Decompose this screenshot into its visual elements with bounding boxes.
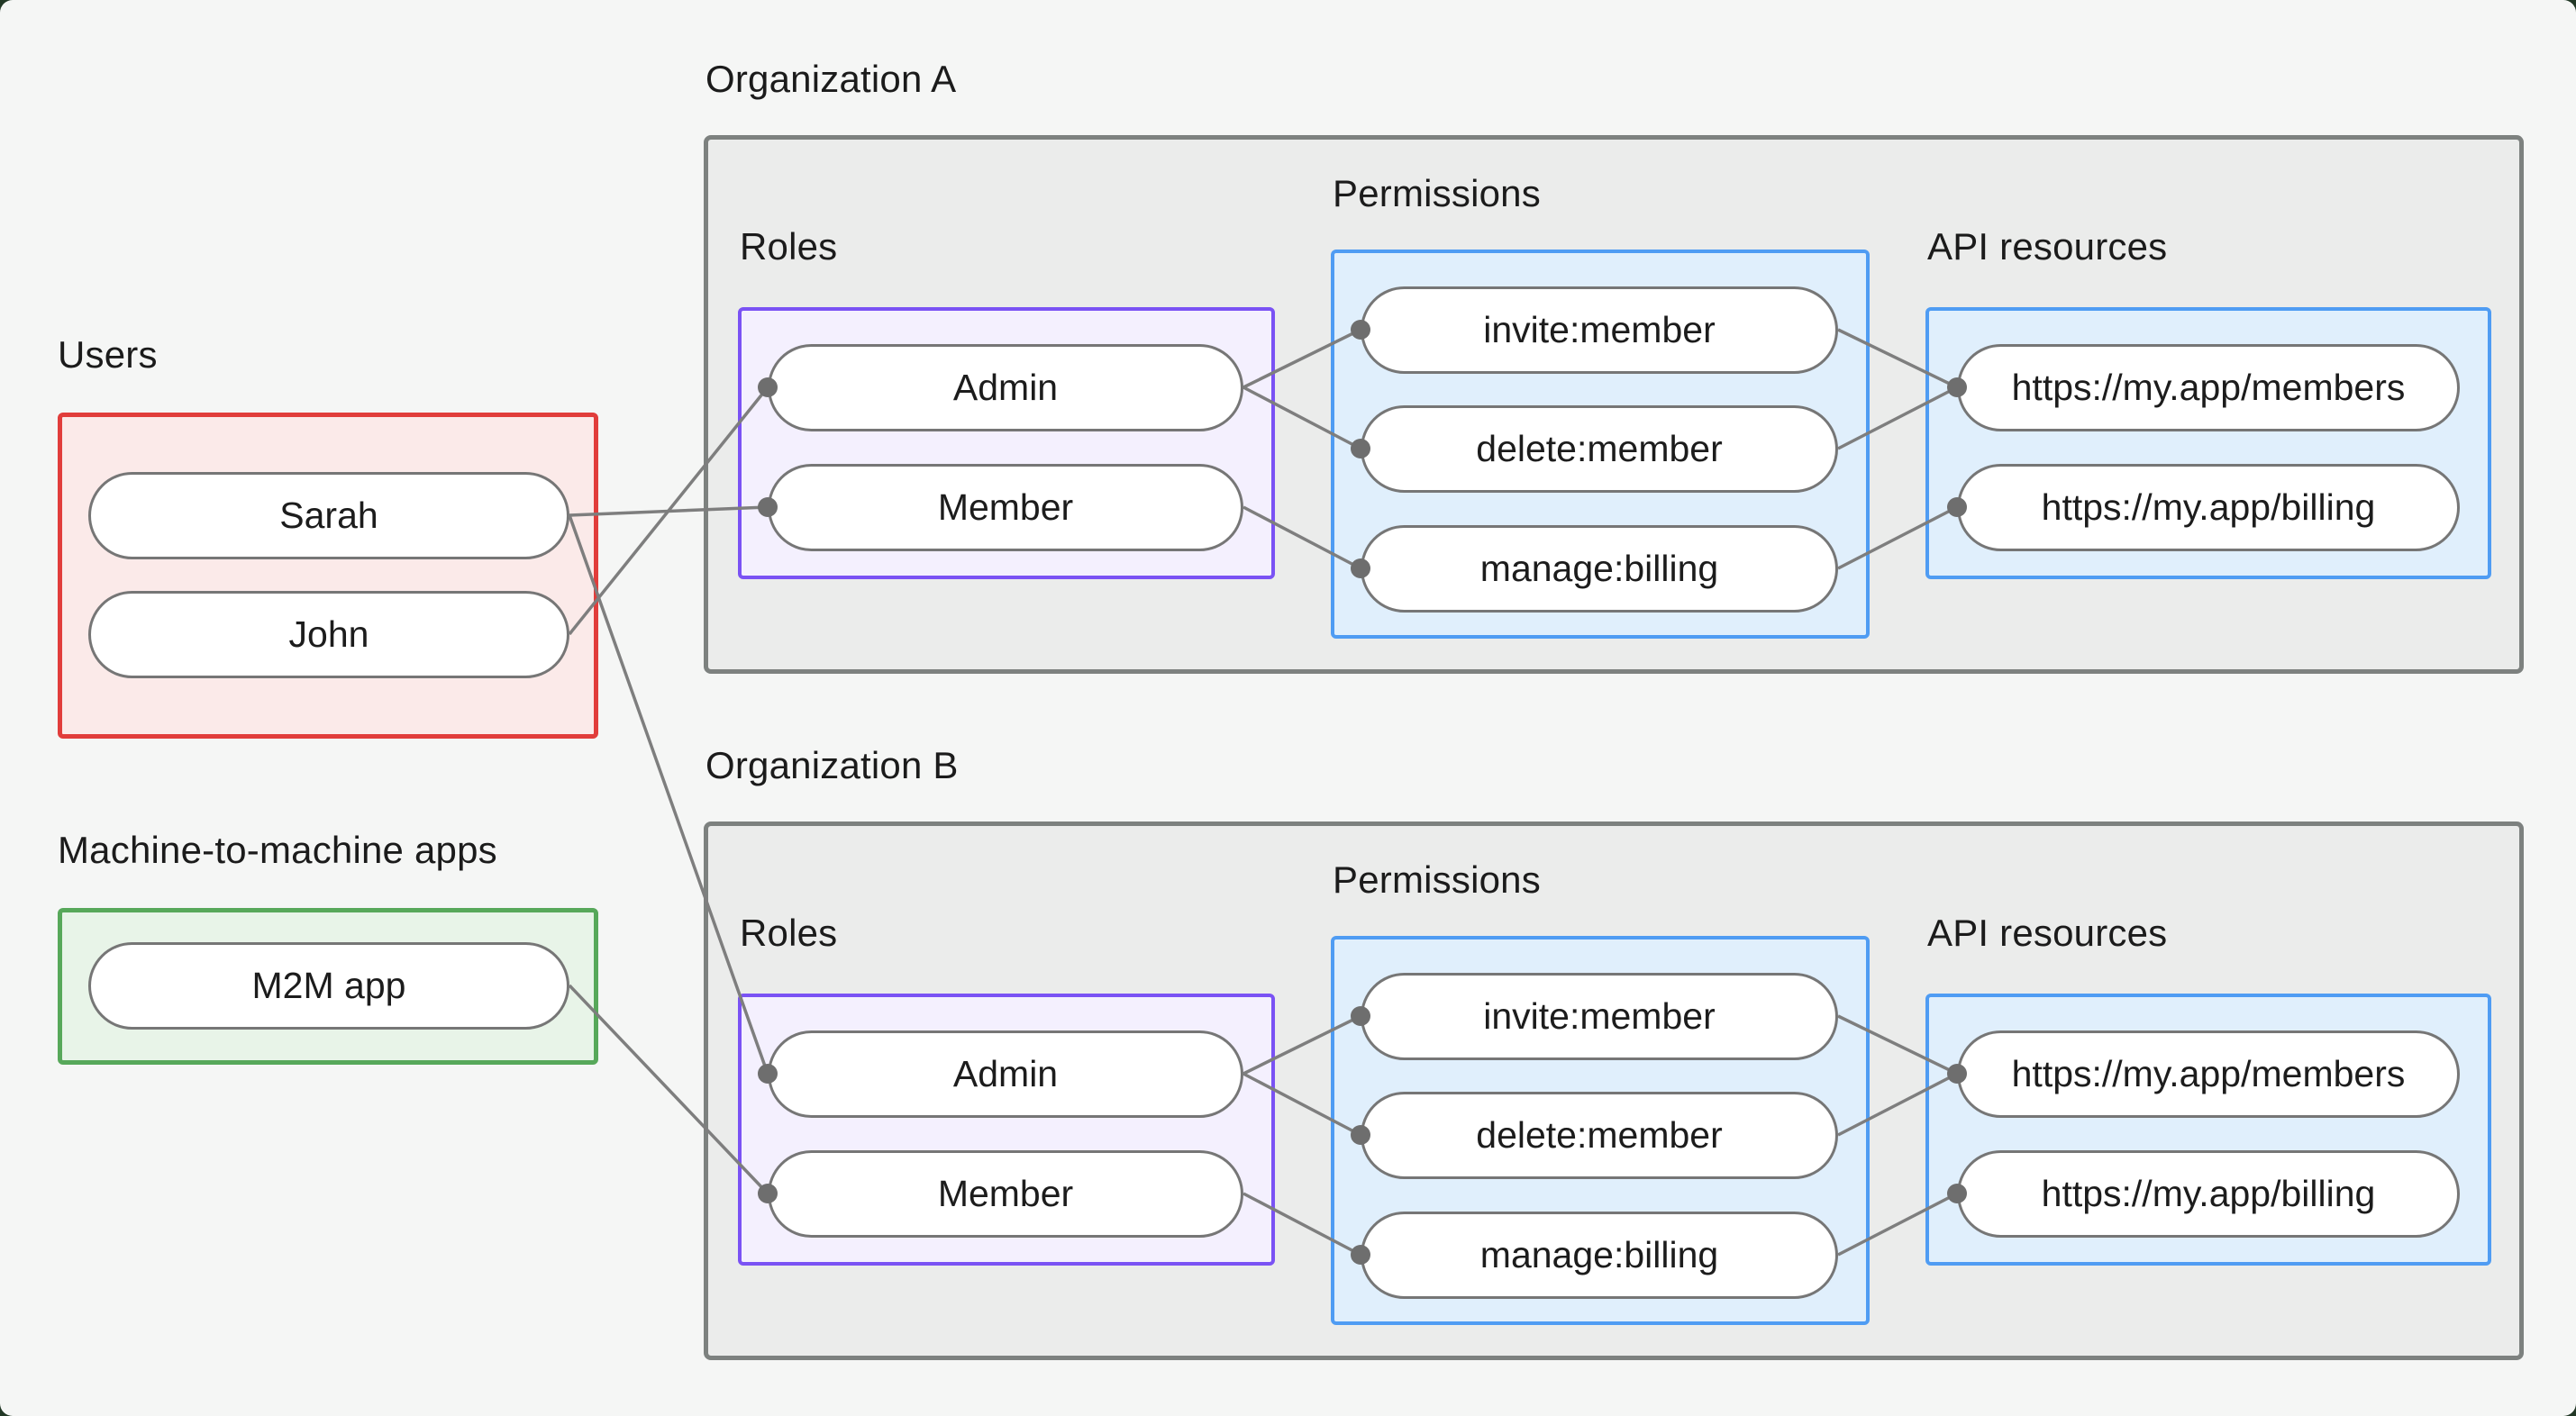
org-b-api-resources-label: API resources [1927, 912, 2168, 954]
m2m-app-node: M2M app [88, 942, 569, 1030]
org-b-permissions-label: Permissions [1333, 858, 1541, 901]
org-a-permission-delete-member: delete:member [1361, 405, 1838, 493]
org-a-role-admin: Admin [768, 344, 1243, 431]
org-a-role-member: Member [768, 464, 1243, 551]
org-a-api-resources-label: API resources [1927, 225, 2168, 268]
users-group-box [58, 413, 598, 739]
org-b-api-billing: https://my.app/billing [1957, 1150, 2460, 1238]
user-node-john: John [88, 591, 569, 678]
org-a-permissions-label: Permissions [1333, 172, 1541, 214]
m2m-group-label: Machine-to-machine apps [58, 829, 497, 871]
org-a-permission-manage-billing: manage:billing [1361, 525, 1838, 613]
org-b-permission-delete-member: delete:member [1361, 1092, 1838, 1179]
org-b-role-member: Member [768, 1150, 1243, 1238]
org-b-permission-manage-billing: manage:billing [1361, 1212, 1838, 1299]
user-node-sarah: Sarah [88, 472, 569, 559]
users-group-label: Users [58, 333, 158, 376]
org-a-title: Organization A [705, 58, 957, 100]
org-b-roles-label: Roles [740, 912, 838, 954]
org-a-roles-label: Roles [740, 225, 838, 268]
org-a-permission-invite-member: invite:member [1361, 286, 1838, 374]
org-b-role-admin: Admin [768, 1030, 1243, 1118]
org-b-permission-invite-member: invite:member [1361, 973, 1838, 1060]
org-b-title: Organization B [705, 744, 959, 786]
org-a-api-billing: https://my.app/billing [1957, 464, 2460, 551]
org-a-api-members: https://my.app/members [1957, 344, 2460, 431]
org-b-api-members: https://my.app/members [1957, 1030, 2460, 1118]
